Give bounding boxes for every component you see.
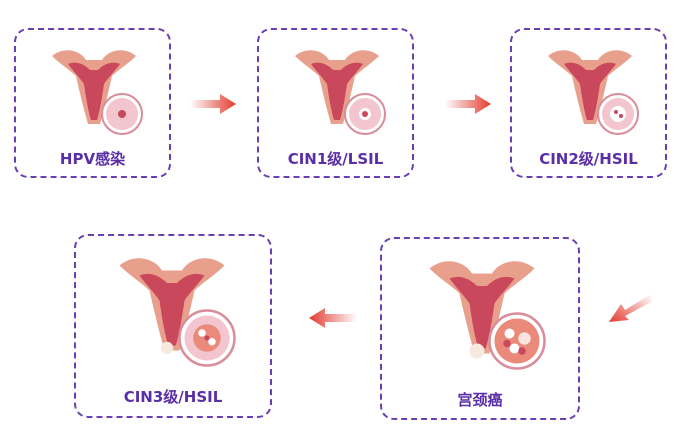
stage-label: CIN2级/HSIL: [539, 150, 638, 168]
arrow-left-icon: [309, 308, 357, 328]
stage-box-cancer: 宫颈癌: [380, 237, 580, 420]
stage-box-cin3: CIN3级/HSIL: [74, 234, 272, 418]
stage-box-cin2: CIN2级/HSIL: [510, 28, 667, 178]
arrow-down-left-icon: [609, 294, 651, 322]
stage-label: HPV感染: [59, 150, 126, 168]
stage-label: CIN1级/LSIL: [287, 150, 384, 168]
uterus-cervix-illustration: [52, 50, 143, 135]
arrow-right-icon: [190, 94, 236, 114]
uterus-cervix-illustration: [295, 50, 386, 135]
stage-box-cin1: CIN1级/LSIL: [257, 28, 414, 178]
stage-label: 宫颈癌: [457, 391, 503, 409]
stage-label: CIN3级/HSIL: [123, 388, 223, 406]
arrow-right-icon: [445, 94, 491, 114]
uterus-cervix-illustration: [548, 50, 639, 135]
stage-box-hpv: HPV感染: [14, 28, 171, 178]
uterus-cervix-illustration: [119, 258, 236, 367]
uterus-cervix-illustration: [429, 261, 546, 370]
